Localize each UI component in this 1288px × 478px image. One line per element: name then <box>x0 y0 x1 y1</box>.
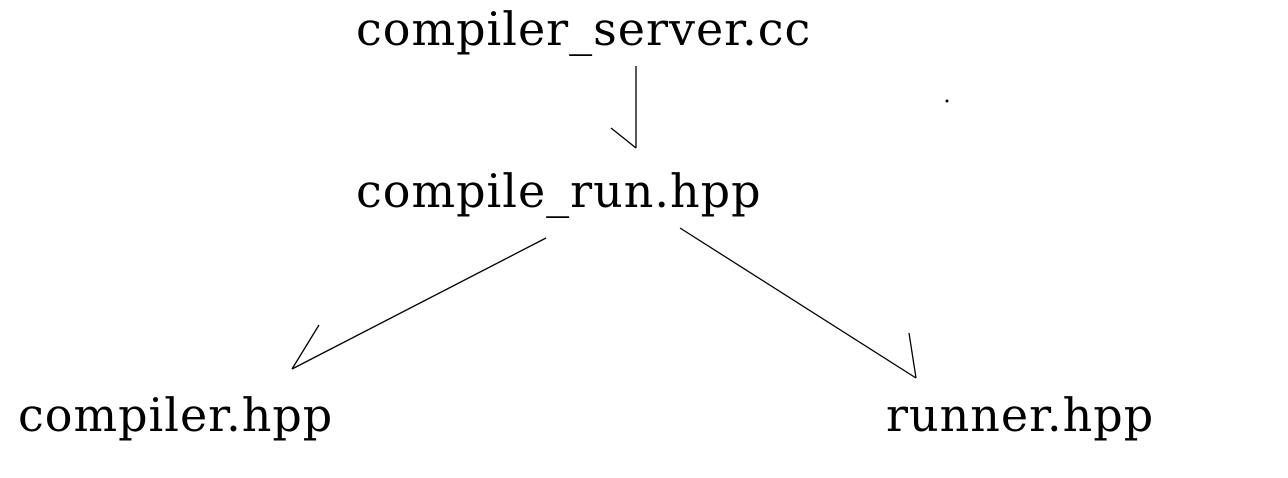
edge-line <box>679 227 917 379</box>
arrowhead <box>610 127 637 149</box>
edge-compile-run-to-compiler <box>291 237 547 370</box>
stray-dot <box>945 99 949 103</box>
node-compile-run: compile_run.hpp <box>356 164 762 218</box>
arrowhead <box>291 324 320 370</box>
edge-line <box>291 237 547 370</box>
edge-compiler-server-to-compile-run <box>610 66 637 149</box>
node-compiler-server: compiler_server.cc <box>356 2 812 56</box>
edge-compile-run-to-runner <box>679 227 917 379</box>
node-runner: runner.hpp <box>886 388 1155 442</box>
arrowhead <box>908 332 917 379</box>
node-compiler: compiler.hpp <box>18 388 334 442</box>
